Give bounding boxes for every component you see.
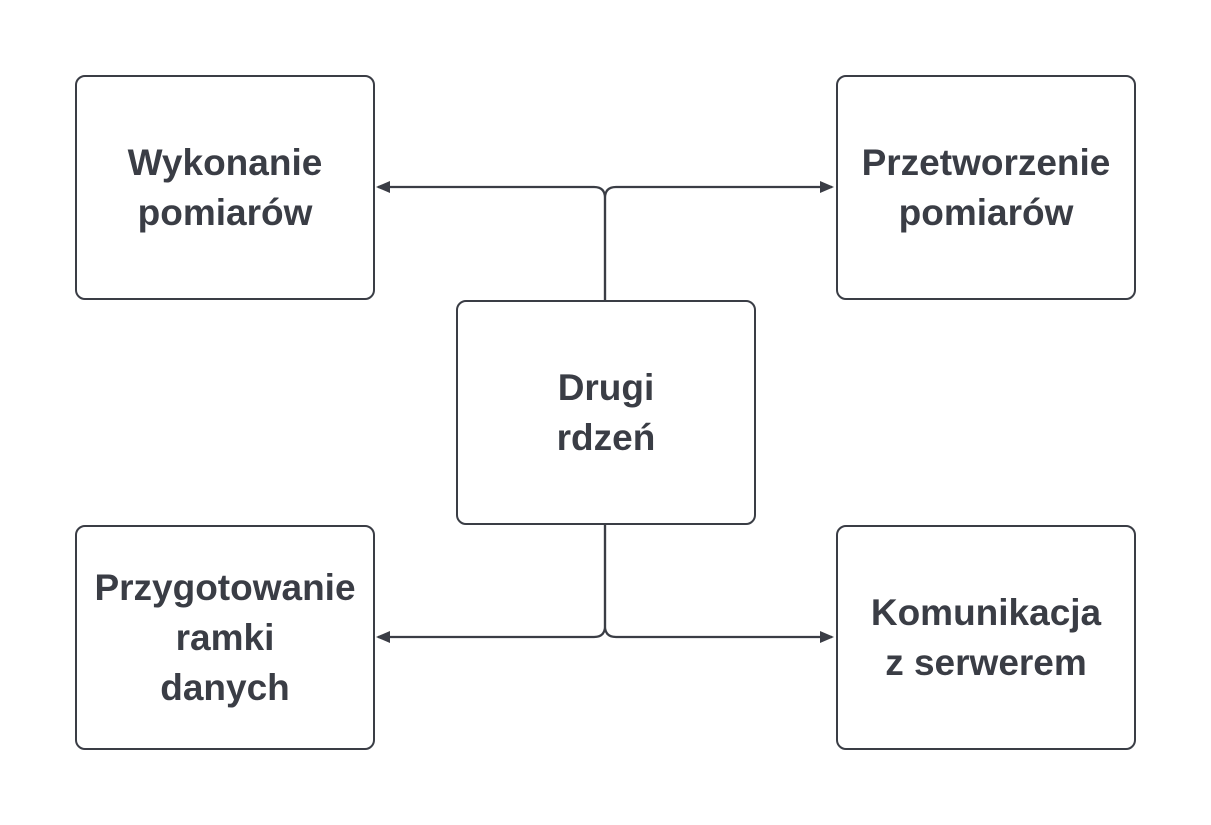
node-label-line: Wykonanie — [127, 141, 323, 183]
edge-center-to-bottom-right — [603, 525, 834, 643]
node-label-line: rdzeń — [556, 416, 656, 458]
node-drugi-rdzen: Drugi rdzeń — [456, 300, 756, 525]
node-przygotowanie-ramki-danych: Przygotowanie ramki danych — [75, 525, 375, 750]
node-label-line: Przygotowanie — [94, 566, 356, 608]
node-label-line: pomiarów — [898, 191, 1074, 233]
node-wykonanie-pomiarow: Wykonanie pomiarów — [75, 75, 375, 300]
node-label-line: ramki — [175, 616, 275, 658]
node-label-line: pomiarów — [137, 191, 313, 233]
edge-center-to-top-right — [603, 181, 834, 300]
node-komunikacja-z-serwerem: Komunikacja z serwerem — [836, 525, 1136, 750]
node-przetworzenie-pomiarow: Przetworzenie pomiarów — [836, 75, 1136, 300]
node-label-line: Drugi — [557, 366, 655, 408]
node-label-line: z serwerem — [885, 641, 1087, 683]
edge-center-to-bottom-left — [376, 525, 607, 643]
node-label-line: Komunikacja — [870, 591, 1102, 633]
node-label-line: Przetworzenie — [861, 141, 1111, 183]
edge-center-to-top-left — [376, 181, 607, 300]
node-label-line: danych — [160, 666, 290, 708]
